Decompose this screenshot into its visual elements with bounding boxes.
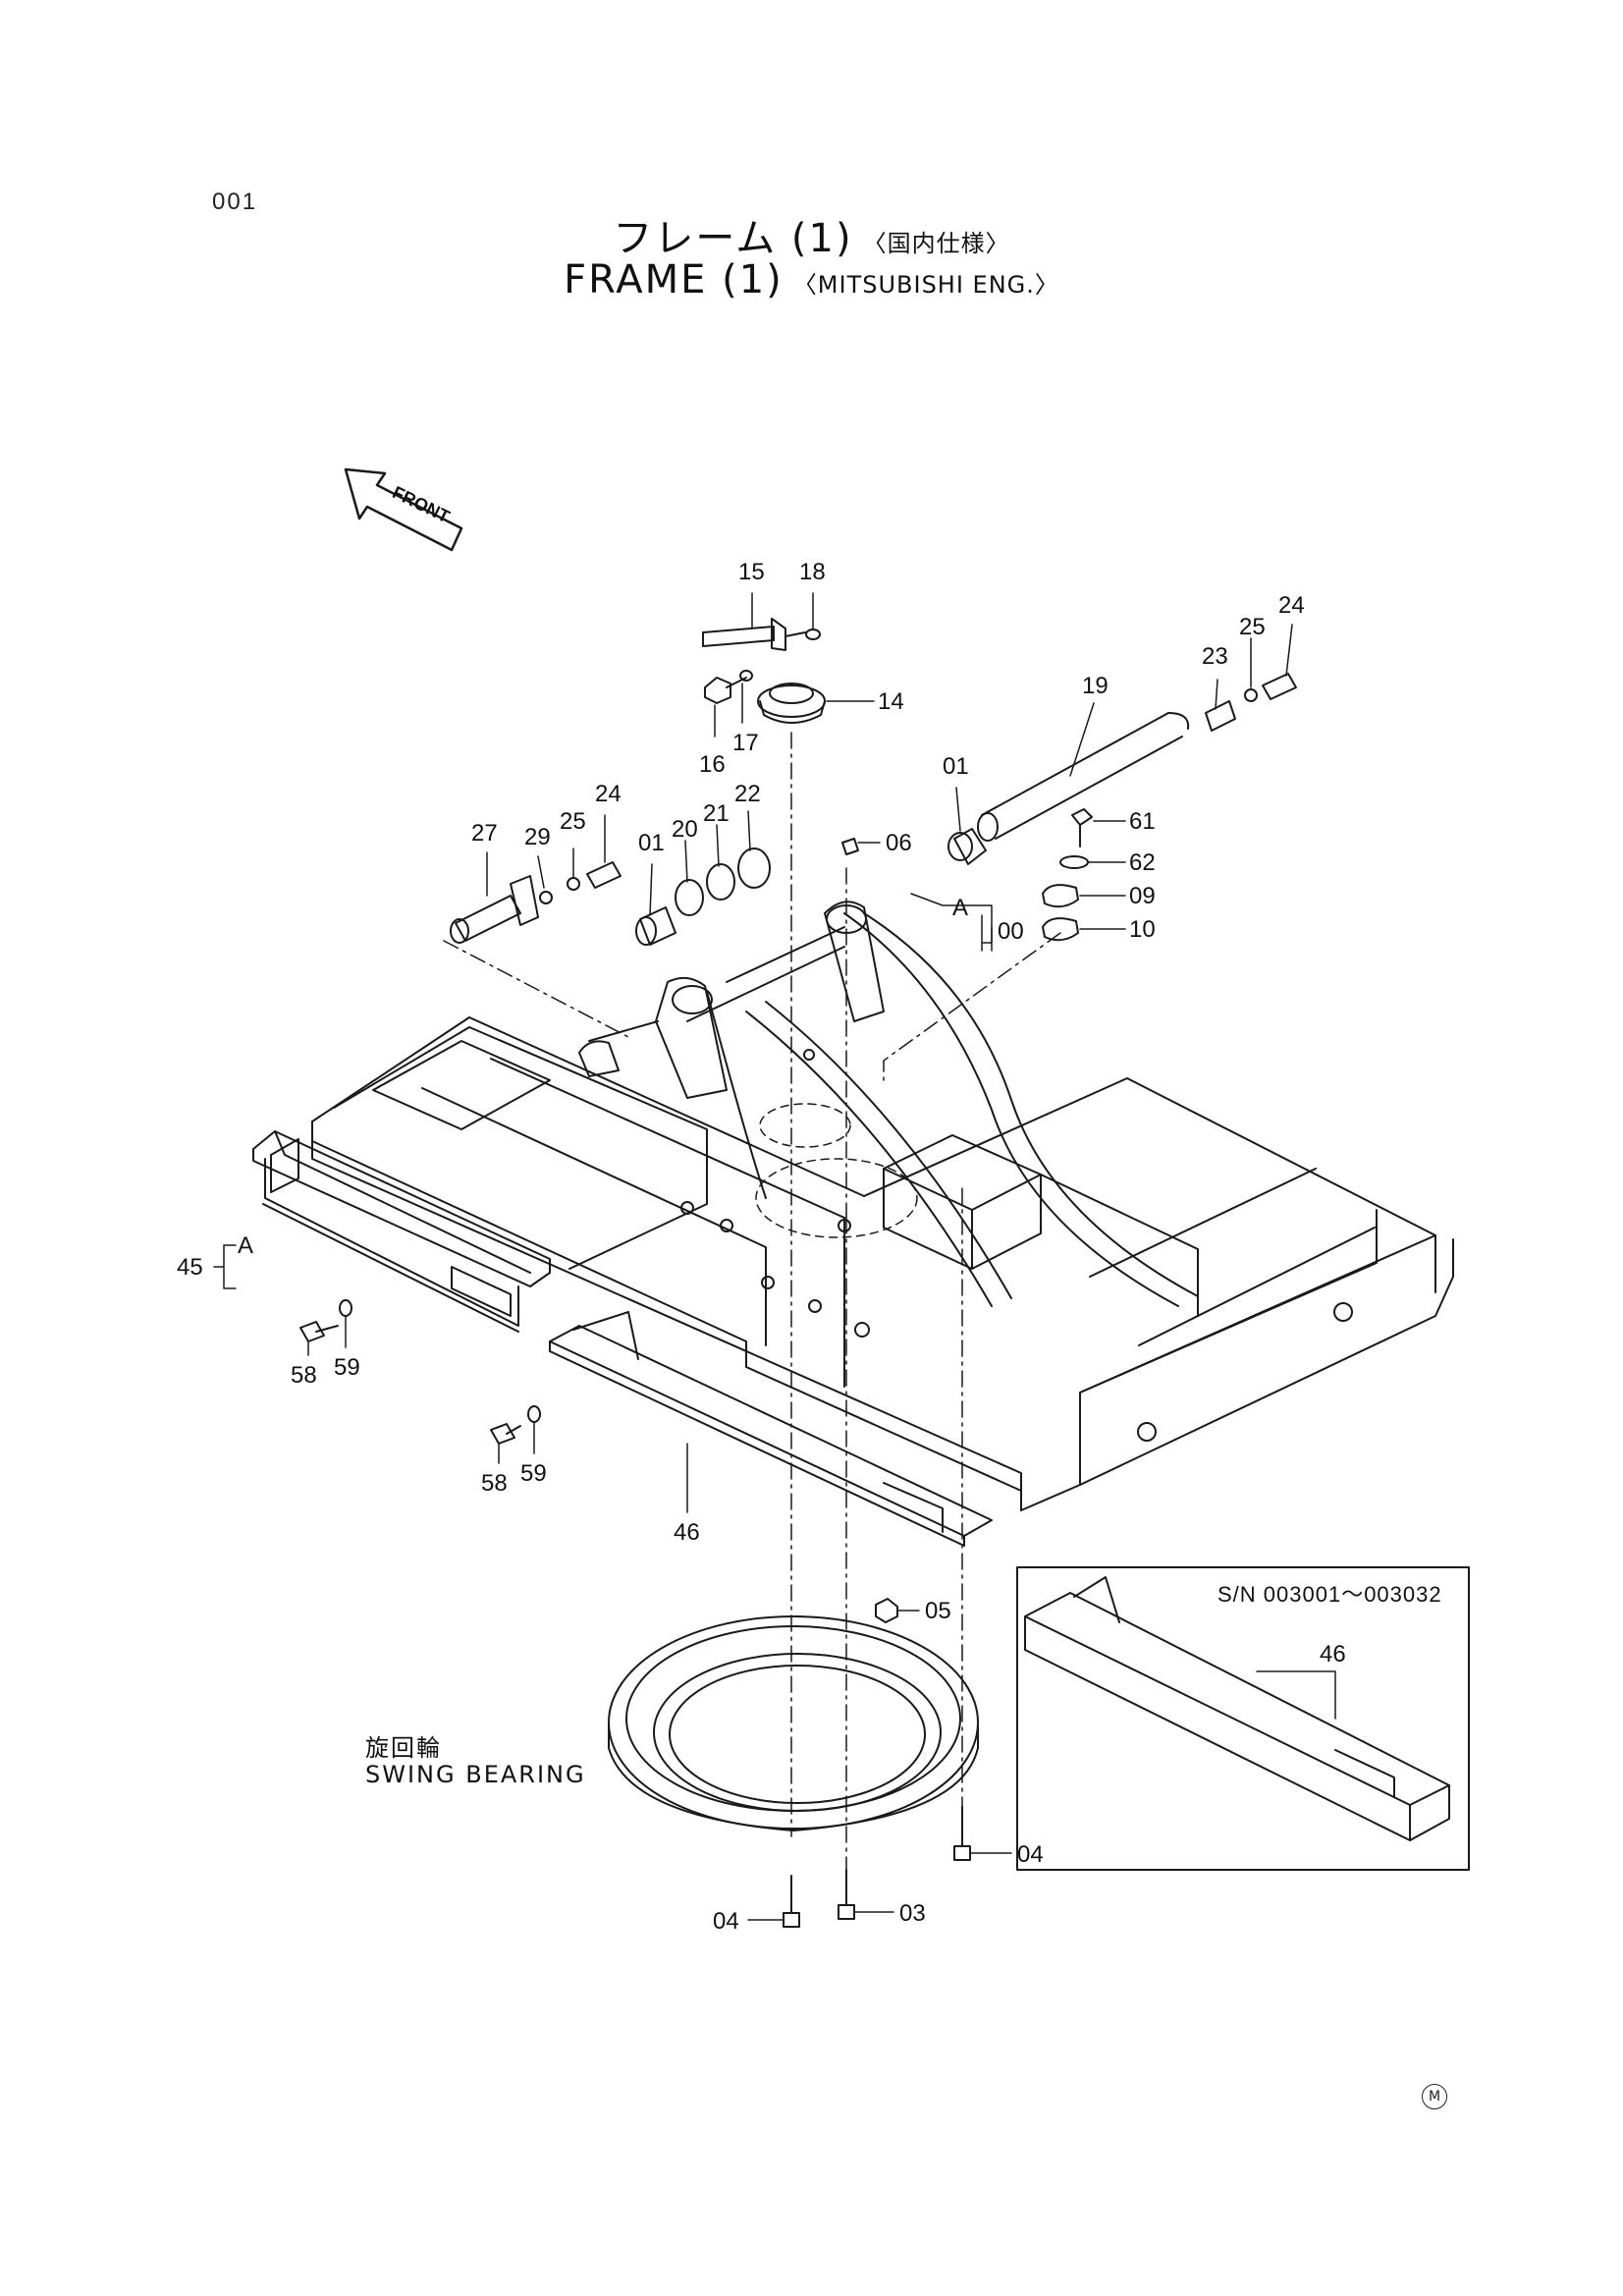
callout-22: 22	[734, 781, 761, 807]
boom-bracket	[578, 901, 885, 1099]
assembly-dashed-lines	[443, 732, 1061, 1877]
view-a-label-top: A	[952, 895, 968, 921]
callout-25: 25	[1239, 614, 1266, 640]
callout-46: 46	[674, 1519, 700, 1546]
callout-01-left: 01	[638, 830, 665, 856]
callout-15: 15	[738, 559, 765, 585]
callout-58-lower: 58	[481, 1470, 508, 1497]
title-english-spec: 〈MITSUBISHI ENG.〉	[792, 271, 1059, 299]
upper-frame-structure	[311, 1016, 1454, 1511]
callout-01: 01	[943, 753, 969, 780]
inset-serial-range: S/N 003001〜003032	[1217, 1582, 1442, 1607]
callout-09: 09	[1129, 883, 1156, 909]
callout-labels: 15 18 14 16 17 19 23 25 24 01 61 62 09 1…	[177, 559, 1346, 1935]
callout-29: 29	[524, 824, 551, 850]
callout-04: 04	[1017, 1841, 1044, 1868]
callout-23: 23	[1202, 643, 1228, 670]
pipe-lines	[706, 912, 1199, 1307]
callout-59-lower: 59	[520, 1460, 547, 1487]
callout-18: 18	[799, 559, 826, 585]
title-english-main: FRAME (1)	[564, 257, 784, 302]
title-japanese-main: フレーム (1)	[613, 216, 853, 261]
swing-bearing	[608, 1615, 979, 1831]
page-code: 001	[212, 189, 258, 215]
callout-16: 16	[699, 751, 726, 778]
title-japanese: フレーム (1) 〈国内仕様〉	[0, 206, 1623, 263]
front-arrow-icon: FRONT	[344, 467, 463, 552]
m-mark-icon: M	[1422, 2084, 1447, 2109]
callout-06: 06	[886, 830, 912, 856]
step-cover-45	[252, 1130, 551, 1333]
swing-bearing-label-english: SWING BEARING	[365, 1761, 586, 1788]
callout-25-left: 25	[560, 808, 586, 835]
title-english: FRAME (1) 〈MITSUBISHI ENG.〉	[0, 257, 1623, 302]
front-arrow-label: FRONT	[390, 482, 453, 526]
callout-24-left: 24	[595, 781, 622, 807]
callout-05: 05	[925, 1598, 951, 1624]
callout-20: 20	[672, 816, 698, 843]
callout-24: 24	[1278, 592, 1305, 619]
title-japanese-spec: 〈国内仕様〉	[862, 230, 1010, 257]
callout-14: 14	[878, 688, 904, 715]
callout-19: 19	[1082, 673, 1109, 699]
callout-03: 03	[899, 1900, 926, 1927]
swing-bearing-label-japanese: 旋回輪	[365, 1734, 442, 1762]
callout-45: 45	[177, 1254, 203, 1281]
callout-21: 21	[703, 800, 730, 827]
step-cover-46	[549, 1311, 993, 1547]
callout-00: 00	[998, 918, 1024, 945]
view-a-label-left: A	[238, 1232, 253, 1259]
inset-callout-46: 46	[1320, 1641, 1346, 1667]
callout-leaders	[213, 592, 1293, 1921]
callout-17: 17	[732, 730, 759, 756]
dashed-ellipses	[755, 1103, 918, 1238]
callout-59: 59	[334, 1354, 360, 1381]
callout-62: 62	[1129, 849, 1156, 876]
callout-10: 10	[1129, 916, 1156, 943]
callout-61: 61	[1129, 808, 1156, 835]
inset-variant-box	[1016, 1566, 1470, 1871]
callout-27: 27	[471, 820, 498, 847]
callout-04-bottom: 04	[713, 1908, 739, 1935]
callout-58: 58	[291, 1362, 317, 1389]
